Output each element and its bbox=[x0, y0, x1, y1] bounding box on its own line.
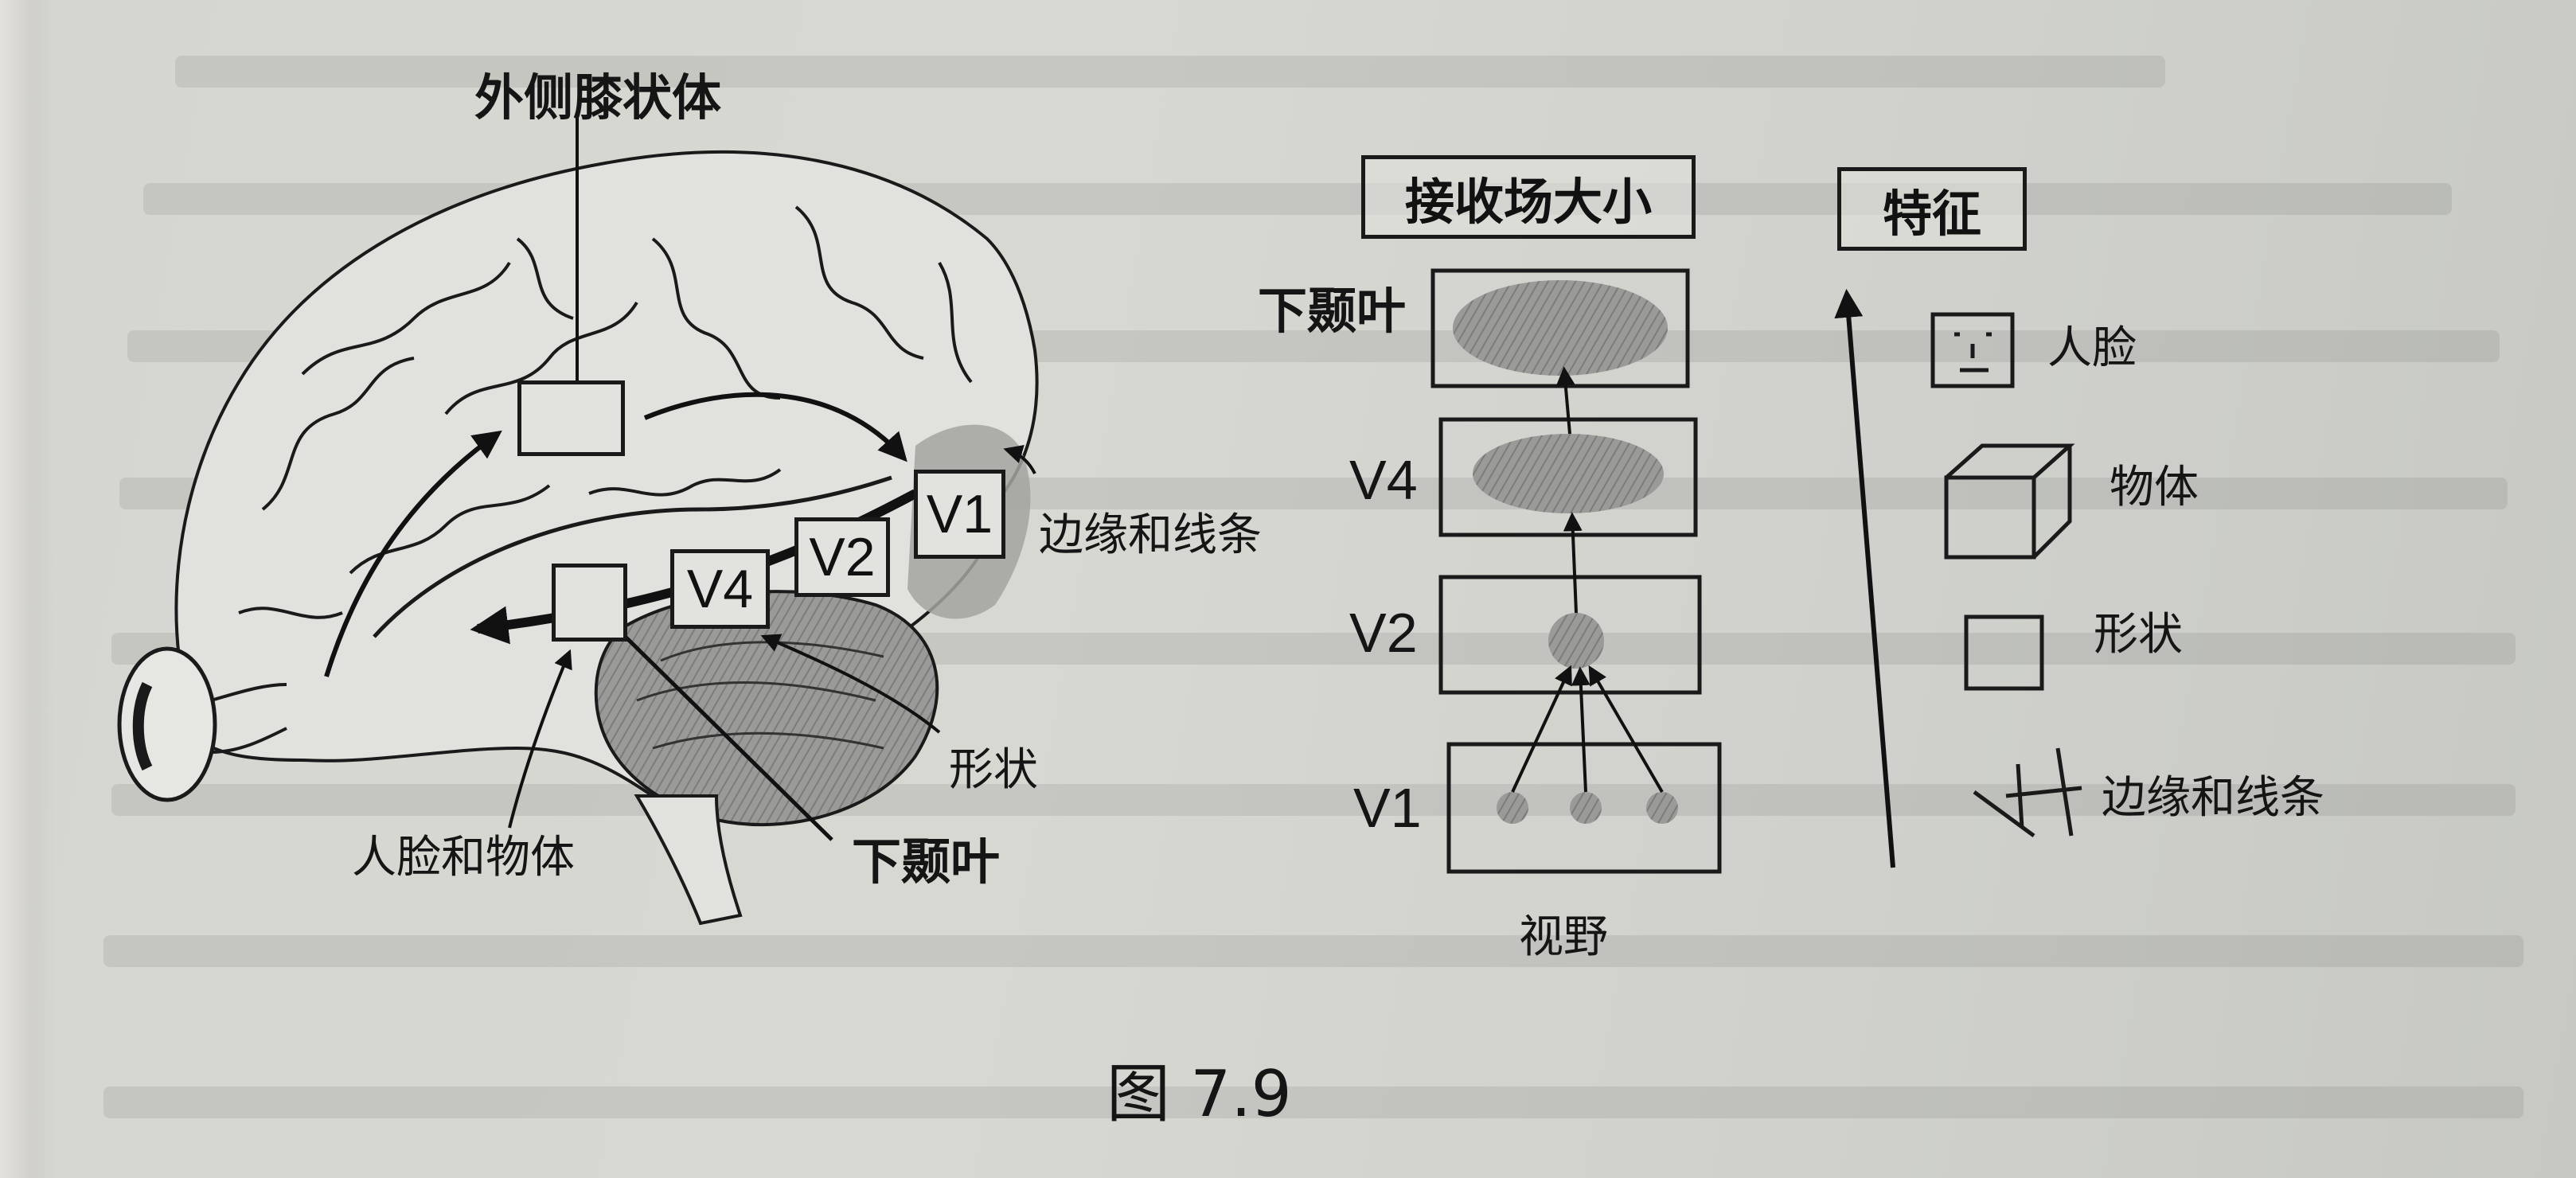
v4-box-label: V4 bbox=[686, 559, 754, 619]
lgn-box bbox=[517, 380, 625, 456]
level-label-v1: V1 bbox=[1353, 777, 1422, 839]
feature-label-face: 人脸 bbox=[2047, 322, 2137, 374]
face-icon bbox=[1930, 312, 2015, 388]
header-feature-text: 特征 bbox=[1882, 184, 1981, 243]
header-receptive-field-text: 接收场大小 bbox=[1404, 172, 1652, 231]
it-box bbox=[552, 564, 627, 642]
rf-v1-b bbox=[1570, 792, 1602, 824]
level-box-v2 bbox=[1438, 575, 1702, 695]
v4-box: V4 bbox=[670, 549, 770, 629]
edge-label: 边缘和线条 bbox=[1039, 509, 1262, 561]
feature-label-shape: 形状 bbox=[2094, 609, 2183, 661]
v2-box-label: V2 bbox=[809, 527, 876, 587]
figure-caption: 图 7.9 bbox=[1107, 1057, 1292, 1131]
brain-stem bbox=[634, 794, 743, 926]
visual-field-label: 视野 bbox=[1519, 911, 1608, 963]
arrow-v2-v4 bbox=[1563, 512, 1583, 614]
pointer-shape bbox=[760, 634, 941, 734]
arrow-v4-it bbox=[1555, 366, 1575, 435]
feature-axis-arrow bbox=[1834, 288, 1895, 868]
page-gutter-shadow bbox=[0, 0, 56, 1178]
it-label: 下颞叶 bbox=[852, 833, 1001, 891]
arrow-v1c-v2 bbox=[1588, 665, 1664, 794]
pointer-face-object bbox=[508, 649, 572, 829]
v1-box: V1 bbox=[914, 470, 1005, 559]
hierarchy-diagram bbox=[1430, 268, 1895, 874]
pointer-edge bbox=[1003, 445, 1036, 474]
v1-box-label: V1 bbox=[926, 484, 993, 544]
feature-label-edges: 边缘和线条 bbox=[2102, 772, 2324, 824]
rf-v1-a bbox=[1497, 792, 1528, 824]
rf-v2 bbox=[1548, 613, 1604, 669]
level-label-v2: V2 bbox=[1349, 602, 1418, 664]
feature-label-object: 物体 bbox=[2110, 462, 2199, 513]
rf-v1-c bbox=[1646, 792, 1678, 824]
rf-it bbox=[1453, 280, 1668, 376]
arrow-v1b-v2 bbox=[1571, 666, 1590, 793]
level-label-it: 下颞叶 bbox=[1258, 282, 1407, 340]
shape-label: 形状 bbox=[949, 744, 1038, 796]
rf-v4 bbox=[1473, 434, 1664, 513]
face-object-label: 人脸和物体 bbox=[352, 832, 575, 884]
v2-box: V2 bbox=[794, 517, 890, 597]
it-leader-line bbox=[591, 603, 833, 841]
arrow-lgn-to-v1 bbox=[643, 392, 907, 462]
header-receptive-field: 接收场大小 bbox=[1361, 155, 1696, 239]
lgn-label: 外侧膝状体 bbox=[474, 68, 722, 127]
arrow-eye-to-lgn bbox=[324, 430, 502, 677]
eye-pupil bbox=[132, 681, 153, 771]
header-feature: 特征 bbox=[1837, 167, 2027, 251]
cube-icon bbox=[1944, 443, 2075, 560]
arrow-v1a-v2 bbox=[1511, 665, 1572, 793]
square-icon bbox=[1964, 614, 2044, 691]
level-label-v4: V4 bbox=[1349, 449, 1418, 511]
edge-lines-icon bbox=[1973, 747, 2082, 838]
